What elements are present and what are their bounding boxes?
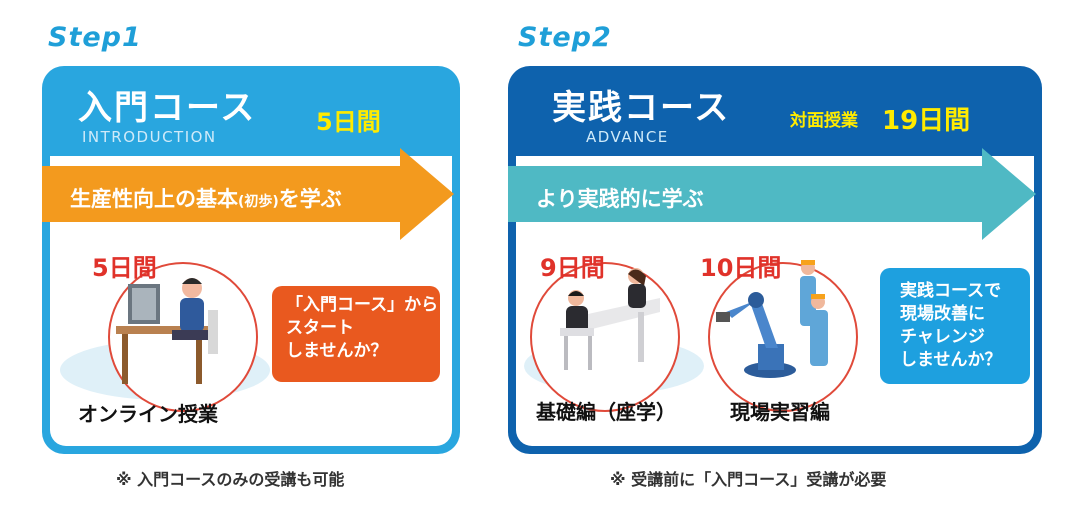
step2-right-days: 10日間: [700, 254, 782, 282]
step2-right-circle: [708, 262, 858, 412]
step2-subtitle: ADVANCE: [586, 128, 669, 146]
step2-label: Step2: [518, 22, 612, 53]
step1-title: 入門コース: [78, 88, 257, 128]
step1-label: Step1: [48, 22, 142, 53]
step2-title: 実践コース: [552, 88, 731, 128]
step2-arrow: [508, 148, 1036, 240]
step2-right-caption: 現場実習編: [730, 400, 830, 424]
step2-left-caption: 基礎編（座学）: [536, 400, 676, 424]
step2-left-days: 9日間: [540, 254, 605, 282]
step1-callout-line: しませんか？: [286, 341, 388, 361]
step1-callout-line: スタート: [286, 318, 354, 338]
step2-arrow-text: より実践的に学ぶ: [536, 187, 704, 211]
step2-days: 19日間: [882, 106, 971, 136]
step1-arrow-text: 生産性向上の基本(初歩)を学ぶ: [70, 187, 342, 211]
classroom-illustration: [560, 268, 660, 370]
step1-callout-line: 「入門コース」から: [286, 295, 439, 315]
step2-callout-line: しませんか？: [900, 350, 1002, 370]
step1-subtitle: INTRODUCTION: [82, 128, 217, 146]
step2-callout-line: チャレンジ: [900, 327, 985, 347]
step2-note: ※ 受講前に「入門コース」受講が必要: [610, 470, 887, 489]
step2-callout-line: 現場改善に: [900, 304, 985, 324]
step1-circle-days: 5日間: [92, 254, 157, 282]
step1-days: 5日間: [316, 108, 381, 136]
step1-caption: オンライン授業: [78, 402, 218, 426]
step2-callout-line: 実践コースで: [900, 281, 1002, 301]
factory-robot-illustration: [716, 260, 828, 378]
step2-days-prefix: 対面授業: [790, 111, 858, 131]
step1-note: ※ 入門コースのみの受講も可能: [116, 470, 345, 489]
online-class-illustration: [116, 278, 218, 384]
step2-left-circle: [530, 262, 680, 412]
step1-callout: 「入門コース」から スタート しませんか？: [272, 286, 440, 382]
step2-callout: 実践コースで 現場改善に チャレンジ しませんか？: [880, 268, 1030, 384]
step1-arrow: [42, 148, 454, 240]
